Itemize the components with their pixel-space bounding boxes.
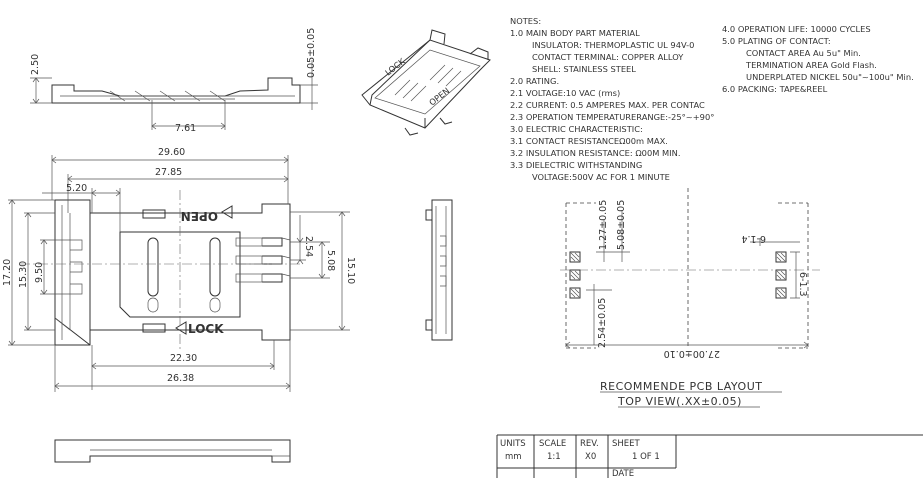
notes-right-0: 4.0 OPERATION LIFE: 10000 CYCLES [722,24,871,34]
notes-left-4: SHELL: STAINLESS STEEL [532,64,636,74]
dim-pitch: 2.54 [303,236,314,257]
dim-body: 27.85 [155,167,182,178]
notes-left-6: 2.1 VOLTAGE:10 VAC (rms) [510,88,620,98]
dim-height-1: 17.20 [2,259,13,286]
pcb-dim-pitch2: 2.54±0.05 [597,298,608,348]
dim-height-2: 15.30 [18,261,29,288]
notes-left-0: NOTES: [510,16,541,26]
notes-right-1: 5.0 PLATING OF CONTACT: [722,36,831,46]
title-block: UNITS SCALE REV. SHEET mm 1:1 X0 1 OF 1 … [496,434,923,478]
pcb-layout: 1.27±0.05 5.08±0.05 6-1.4 6-1.3 2.54±0.0… [560,188,820,408]
top-label-lock: LOCK [188,322,224,336]
end-view [425,199,453,341]
tb-value-units: mm [505,452,522,462]
notes-right-5: 6.0 PACKING: TAPE&REEL [722,84,828,94]
dim-overall: 29.60 [158,147,185,158]
notes-left-8: 2.3 OPERATION TEMPERATURERANGE:-25°~+90° [510,112,714,122]
tb-header-scale: SCALE [539,439,566,449]
pcb-subtitle: TOP VIEW(.XX±0.05) [617,395,742,408]
pcb-dim-pad-w: 6-1.4 [741,233,766,244]
pcb-dim-pitch: 1.27±0.05 [598,200,609,250]
notes-left-7: 2.2 CURRENT: 0.5 AMPERES MAX. PER CONTAC [510,100,705,110]
side-view: 2.50 0.05±0.05 7.61 [30,28,318,134]
pcb-dim-pad-h: 6-1.3 [797,272,808,297]
dim-side-width: 7.61 [175,123,196,134]
notes-left-12: 3.3 DIELECTRIC WITHSTANDING [510,160,642,170]
notes-left-3: CONTACT TERMINAL: COPPER ALLOY [532,52,684,62]
tb-header-date: DATE [612,469,634,478]
dim-span: 5.08 [325,250,336,271]
top-view: OPEN LOCK 29.60 27.85 5.20 17.20 15.30 9… [2,147,356,392]
pcb-title: RECOMMENDE PCB LAYOUT [600,380,762,393]
pcb-dim-width: 27.00±0.10 [664,348,720,359]
notes-right-2: CONTACT AREA Au 5u" Min. [746,48,861,58]
tb-value-rev: X0 [585,452,596,462]
dim-side-thickness: 0.05±0.05 [306,28,317,78]
dim-bottom-2: 26.38 [167,373,194,384]
notes-right-4: UNDERPLATED NICKEL 50u"~100u" Min. [746,72,914,82]
dim-side-height: 2.50 [30,54,41,75]
top-label-open: OPEN [181,209,218,223]
tb-header-units: UNITS [500,439,526,449]
isometric-view: LOCK OPEN [361,29,491,136]
bottom-profile [54,439,291,463]
notes-left-11: 3.2 INSULATION RESISTANCE: Ω00M MIN. [510,148,680,158]
tb-header-sheet: SHEET [612,439,641,449]
dim-bottom-1: 22.30 [170,353,197,364]
notes-left-10: 3.1 CONTACT RESISTANCEΩ00m MAX. [510,136,668,146]
tb-value-scale: 1:1 [547,452,561,462]
notes-left-1: 1.0 MAIN BODY PART MATERIAL [510,28,640,38]
notes-right-3: TERMINATION AREA Gold Flash. [745,60,877,70]
notes-left-13: VOLTAGE:500V AC FOR 1 MINUTE [532,172,670,182]
tb-value-sheet: 1 OF 1 [632,452,660,462]
pcb-dim-span: 5.08±0.05 [616,200,627,250]
dim-offset: 5.20 [66,183,87,194]
dim-height-3: 9.50 [34,262,45,283]
notes-left-2: INSULATOR: THERMOPLASTIC UL 94V-0 [532,40,694,50]
notes-left-9: 3.0 ELECTRIC CHARACTERISTIC: [510,124,643,134]
tb-header-rev: REV. [580,439,599,449]
dim-rh: 15.10 [345,257,356,284]
notes-block: NOTES: 1.0 MAIN BODY PART MATERIAL INSUL… [510,16,914,182]
notes-left-5: 2.0 RATING. [510,76,559,86]
iso-label-lock: LOCK [383,56,407,78]
